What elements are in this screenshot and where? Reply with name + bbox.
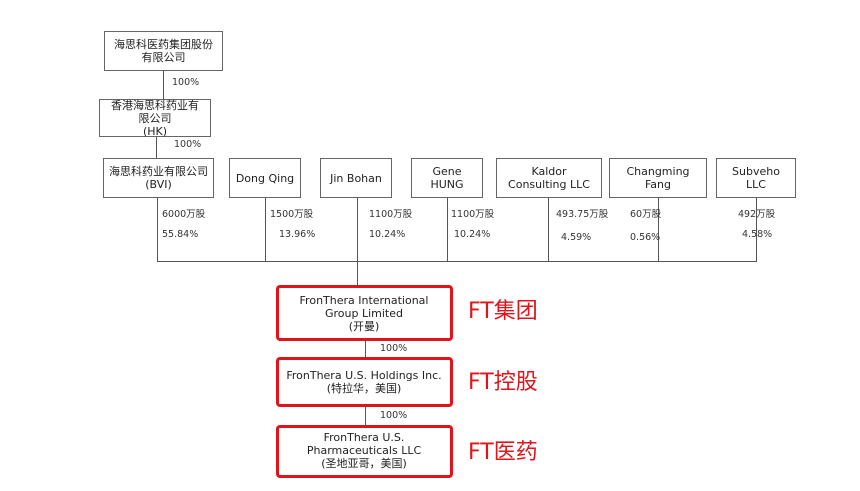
entity-ft-group: FronThera International Group Limited (开… bbox=[281, 289, 447, 337]
label-ft-pharma: FT医药 bbox=[468, 440, 538, 465]
holding-bvi-shares: 6000万股 bbox=[162, 209, 206, 220]
connector-top-hk bbox=[163, 71, 164, 99]
holding-bvi-pct: 55.84% bbox=[162, 229, 199, 240]
shareholder-jin-bohan: Jin Bohan bbox=[320, 158, 392, 198]
holding-changming-fang-shares: 60万股 bbox=[630, 209, 662, 220]
shareholder-dong-qing: Dong Qing bbox=[229, 158, 301, 198]
drop-subveho bbox=[756, 198, 757, 261]
holding-subveho-shares: 492万股 bbox=[738, 209, 776, 220]
entity-hk-name: 香港海思科药业有限公司 bbox=[111, 98, 199, 125]
drop-dong-qing bbox=[265, 198, 266, 261]
drop-changming-fang bbox=[658, 198, 659, 261]
entity-haisco-group: 海思科医药集团股份有限公司 bbox=[104, 31, 223, 71]
connector-hk-bvi bbox=[156, 137, 157, 158]
entity-bvi: 海思科药业有限公司 (BVI) bbox=[103, 158, 214, 198]
highlight-ft-pharma bbox=[276, 425, 453, 478]
drop-bvi bbox=[157, 198, 158, 261]
entity-ft-holdings-region: (特拉华，美国) bbox=[326, 381, 402, 395]
pct-hk-bvi: 100% bbox=[174, 139, 202, 150]
entity-hk-region: (HK) bbox=[142, 124, 168, 138]
shareholder-gene-hung: Gene HUNG bbox=[411, 158, 483, 198]
holding-dong-qing-shares: 1500万股 bbox=[270, 209, 314, 220]
pct-group-holdings: 100% bbox=[380, 343, 408, 354]
holding-dong-qing-pct: 13.96% bbox=[279, 229, 316, 240]
holding-gene-hung-pct: 10.24% bbox=[454, 229, 491, 240]
highlight-ft-holdings bbox=[276, 357, 453, 407]
holding-changming-fang-pct: 0.56% bbox=[630, 232, 661, 243]
shareholder-changming-fang: Changming Fang bbox=[609, 158, 707, 198]
shareholder-gene-hung-name: Gene HUNG bbox=[430, 165, 464, 191]
entity-ft-group-region: (开曼) bbox=[348, 319, 380, 333]
shareholder-bus bbox=[157, 261, 757, 262]
pct-top-hk: 100% bbox=[172, 77, 200, 88]
shareholder-kaldor-name: Kaldor Consulting LLC bbox=[508, 165, 590, 191]
shareholder-dong-qing-name: Dong Qing bbox=[235, 171, 295, 185]
entity-ft-holdings-name: FronThera U.S. Holdings Inc. bbox=[286, 368, 442, 382]
connector-holdings-pharma bbox=[365, 407, 366, 425]
shareholder-jin-bohan-name: Jin Bohan bbox=[330, 171, 382, 185]
shareholder-changming-fang-name: Changming Fang bbox=[626, 165, 690, 191]
trunk-to-ft-group bbox=[357, 261, 358, 286]
entity-bvi-name: 海思科药业有限公司 bbox=[109, 165, 208, 178]
shareholder-kaldor: Kaldor Consulting LLC bbox=[496, 158, 602, 198]
holding-jin-bohan-pct: 10.24% bbox=[369, 229, 406, 240]
holding-kaldor-pct: 4.59% bbox=[561, 232, 592, 243]
shareholder-subveho-name: Subveho LLC bbox=[732, 165, 780, 191]
entity-ft-pharma: FronThera U.S. Pharmaceuticals LLC (圣地亚哥… bbox=[281, 428, 447, 472]
entity-bvi-region: (BVI) bbox=[145, 178, 172, 191]
shareholder-subveho: Subveho LLC bbox=[716, 158, 796, 198]
entity-haisco-group-name: 海思科医药集团股份有限公司 bbox=[114, 38, 213, 64]
entity-ft-holdings: FronThera U.S. Holdings Inc. (特拉华，美国) bbox=[281, 361, 447, 402]
highlight-ft-group bbox=[276, 285, 453, 341]
label-ft-group: FT集团 bbox=[468, 299, 538, 324]
entity-hk: 香港海思科药业有限公司 (HK) bbox=[99, 98, 211, 138]
label-ft-holdings: FT控股 bbox=[468, 370, 538, 395]
holding-subveho-pct: 4.58% bbox=[742, 229, 773, 240]
drop-kaldor bbox=[548, 198, 549, 261]
drop-jin-bohan bbox=[357, 198, 358, 261]
pct-holdings-pharma: 100% bbox=[380, 410, 408, 421]
holding-gene-hung-shares: 1100万股 bbox=[451, 209, 495, 220]
connector-group-holdings bbox=[365, 341, 366, 357]
holding-kaldor-shares: 493.75万股 bbox=[556, 209, 609, 220]
entity-ft-pharma-region: (圣地亚哥，美国) bbox=[321, 456, 407, 470]
entity-ft-group-name: FronThera International Group Limited bbox=[299, 293, 429, 320]
drop-gene-hung bbox=[447, 198, 448, 261]
entity-ft-pharma-name: FronThera U.S. Pharmaceuticals LLC bbox=[306, 430, 422, 457]
holding-jin-bohan-shares: 1100万股 bbox=[369, 209, 413, 220]
